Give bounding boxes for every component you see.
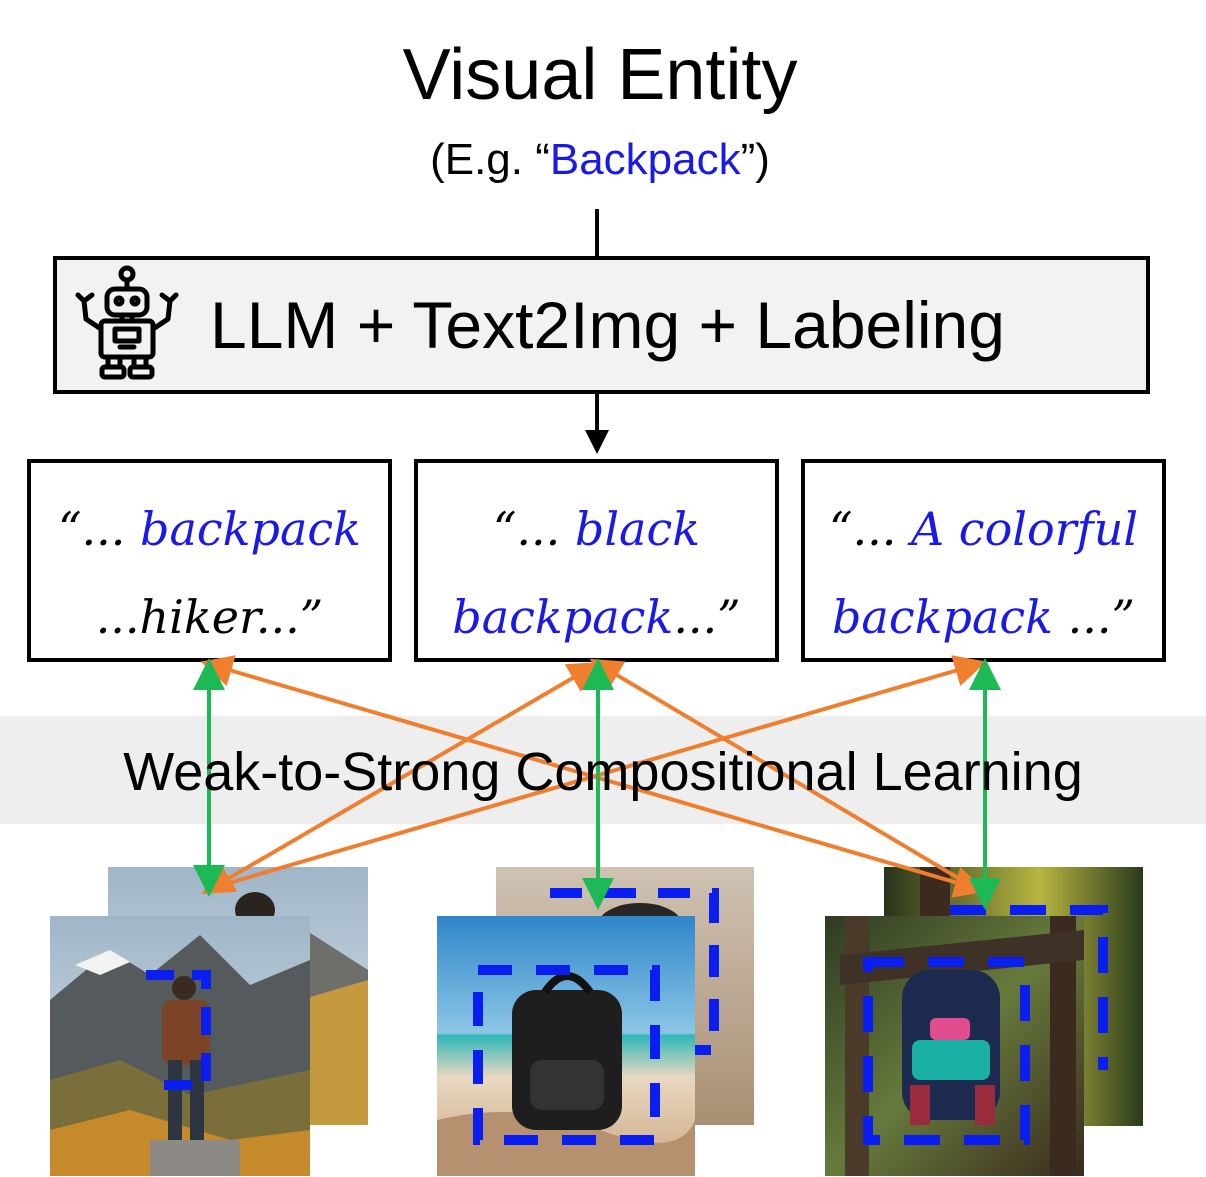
caption-1-entity: backpack	[140, 502, 362, 556]
subtitle-entity: Backpack	[549, 135, 741, 184]
caption-2-entity: backpack	[452, 590, 674, 644]
diagram-subtitle: (E.g. “Backpack”)	[0, 130, 1200, 190]
forest-image-back	[884, 867, 1143, 1126]
caption-box-2: “... black backpack...”	[414, 459, 779, 662]
pipeline-label: LLM + Text2Img + Labeling	[210, 288, 1005, 362]
hiker-image-front	[50, 916, 310, 1176]
band-label: Weak-to-Strong Compositional Learning	[123, 742, 1083, 802]
pipeline-box	[53, 256, 1150, 394]
subtitle-prefix: (E.g. “	[430, 135, 550, 184]
diagram-title: Visual Entity	[402, 35, 798, 115]
beach-image-back	[496, 867, 754, 1125]
hiker-bbox	[146, 970, 211, 1090]
caption-1-line2-text: ...hiker...”	[95, 590, 324, 644]
caption-2-line1-text: “...	[492, 502, 575, 556]
caption-2-line2-text: ...”	[673, 590, 741, 644]
caption-3-attribute: A colorful	[910, 502, 1139, 556]
forest-bbox	[863, 957, 1030, 1145]
caption-box-3: “... A colorful backpack ...”	[801, 459, 1166, 662]
forest-image-front	[825, 916, 1084, 1176]
image-stack-hiker	[50, 867, 368, 1176]
subtitle-suffix: ”)	[740, 135, 770, 184]
image-stack-forest	[825, 867, 1143, 1176]
caption-1-line1-text: “...	[57, 502, 140, 556]
colorful-backpack	[902, 970, 1000, 1120]
beach-bbox	[473, 965, 660, 1145]
caption-box-1: “... backpack ...hiker...”	[27, 459, 392, 662]
caption-3-line1-text: “...	[828, 502, 911, 556]
robot-icon	[75, 265, 179, 380]
hiker-image-back	[108, 867, 368, 1125]
caption-3-line2-text: ...”	[1053, 590, 1136, 644]
caption-3-entity: backpack	[831, 590, 1053, 644]
black-backpack	[512, 990, 622, 1130]
caption-2-attribute: black	[574, 502, 701, 556]
image-stack-beach	[437, 867, 754, 1176]
beach-image-front	[437, 916, 695, 1176]
